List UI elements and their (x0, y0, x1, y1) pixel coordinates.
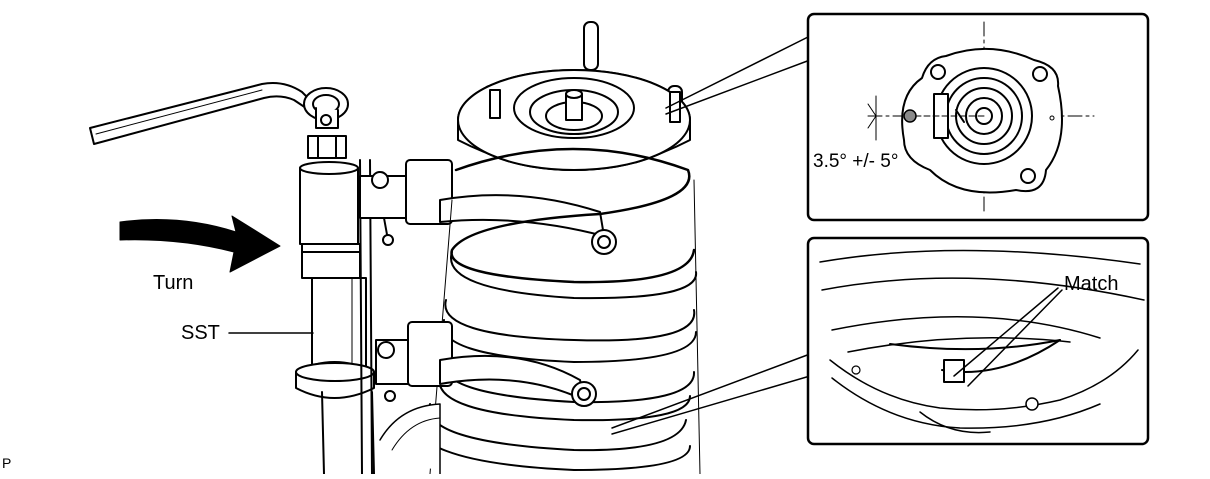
lower-clamp (375, 321, 597, 407)
sst-label: SST (181, 322, 220, 344)
sst-tool (295, 135, 375, 475)
angle-label: 3.5° +/- 5° (813, 151, 899, 172)
spring-seat-alignment-detail (806, 236, 1150, 446)
mount-orientation-detail (806, 12, 1150, 222)
turn-arrow (119, 215, 281, 273)
figure-code-label: P (2, 455, 12, 471)
wrench (89, 82, 349, 145)
callout-leaders (611, 35, 811, 435)
match-label: Match (1064, 273, 1119, 295)
lower-spring-seat (379, 403, 441, 475)
strut-mount (457, 21, 691, 171)
turn-label: Turn (153, 272, 194, 294)
upper-clamp (359, 159, 617, 255)
